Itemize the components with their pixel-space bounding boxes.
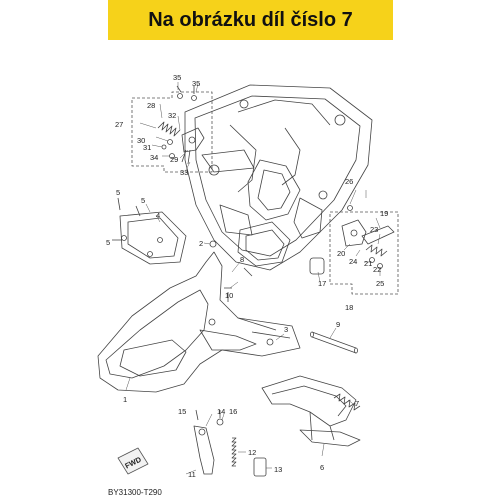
collar-13	[253, 457, 267, 477]
part-label: 23	[370, 225, 378, 234]
centerstand-6	[261, 375, 361, 447]
spring-7	[333, 393, 361, 411]
part-label: 12	[248, 448, 256, 457]
fwd-arrow	[117, 447, 149, 475]
part-label: 26	[345, 177, 353, 186]
sidestand-11	[193, 409, 224, 475]
part-label: 11	[188, 470, 196, 479]
part-label: 4	[156, 211, 160, 220]
part-label: 18	[345, 303, 353, 312]
part-label: 17	[318, 279, 326, 288]
group-box-18	[329, 211, 399, 295]
spring-23	[365, 244, 388, 257]
part-label: 35	[173, 73, 181, 82]
part-label: 7	[355, 399, 359, 408]
inner-cover-4	[112, 197, 187, 265]
part-label: 22	[373, 265, 381, 274]
part-label: 20	[337, 249, 345, 258]
part-label: 19	[380, 209, 388, 218]
part-label: 1	[123, 395, 127, 404]
spring-28	[157, 121, 181, 137]
part-label: 5	[106, 238, 110, 247]
part-label: 13	[274, 465, 282, 474]
part-labels: 1 2 3 4 5 5 5 6 7 8 9 10 11 12 13 14 15 …	[106, 73, 388, 479]
part-label: 14	[217, 407, 225, 416]
title-banner: Na obrázku díl číslo 7	[108, 0, 393, 40]
banner-title: Na obrázku díl číslo 7	[148, 8, 353, 31]
part-label: 3	[284, 325, 288, 334]
part-label: 8	[240, 255, 244, 264]
spring-12	[231, 437, 237, 467]
part-label: 9	[336, 320, 340, 329]
part-label: 2	[199, 239, 203, 248]
part-label: 24	[349, 257, 357, 266]
part-label: 31	[143, 143, 151, 152]
part-label: 33	[180, 168, 188, 177]
floor-cover-1	[97, 251, 301, 393]
part-label: 5	[141, 196, 145, 205]
part-label: 25	[376, 279, 384, 288]
group-box-27	[131, 91, 213, 173]
part-label: 29	[170, 155, 178, 164]
part-label: 15	[178, 407, 186, 416]
part-label: 35	[192, 79, 200, 88]
part-label: 30	[137, 136, 145, 145]
part-label: 28	[147, 101, 155, 110]
shaft-9	[310, 331, 358, 354]
part-label: 27	[115, 120, 123, 129]
part-label: 34	[150, 153, 158, 162]
part-label: 32	[168, 111, 176, 120]
part-label: 21	[364, 259, 372, 268]
diagram-code: BY31300-T290	[108, 488, 162, 497]
sidestand-bracket	[181, 127, 205, 153]
part-label: 5	[116, 188, 120, 197]
part-label: 10	[225, 291, 233, 300]
part-label: 16	[229, 407, 237, 416]
frame-assembly	[184, 84, 373, 275]
part-label: 6	[320, 463, 324, 472]
